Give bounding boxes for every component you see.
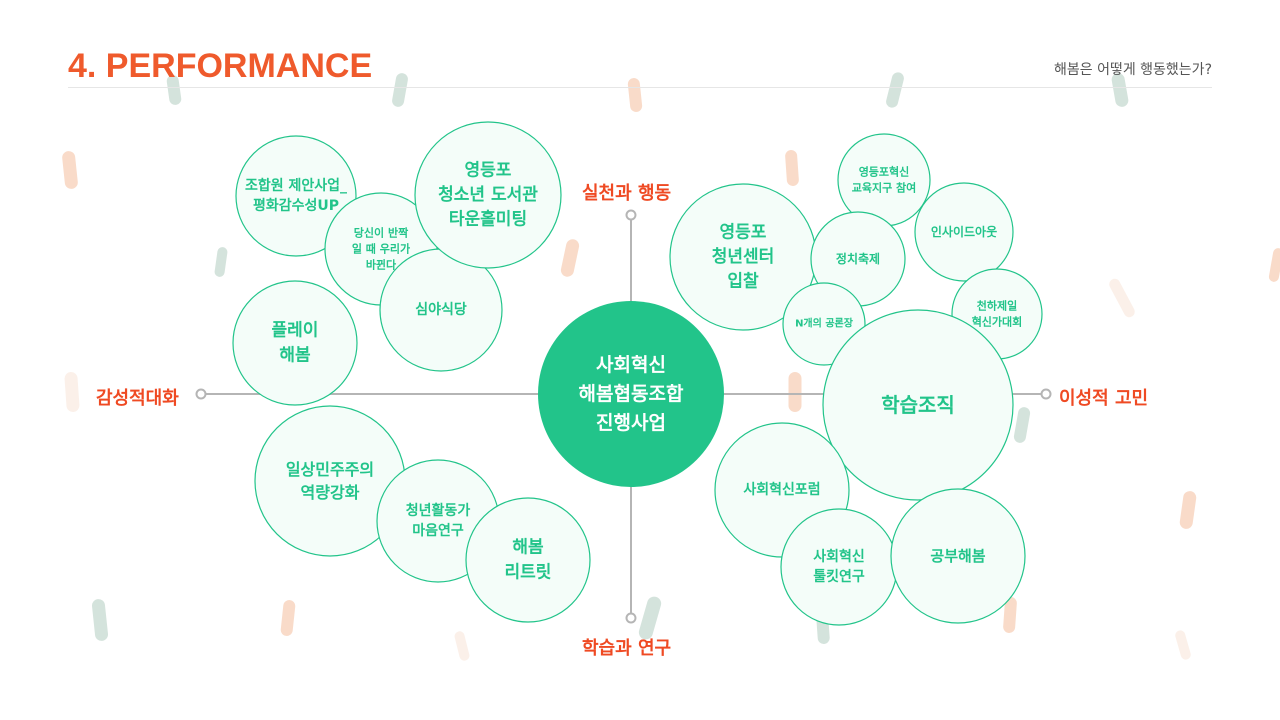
node-circle [414, 121, 562, 269]
confetti-shape-0 [166, 75, 182, 105]
confetti-shape-1 [392, 73, 408, 107]
header-divider [68, 87, 1212, 88]
confetti-shape-4 [1111, 73, 1129, 107]
node-label: 조합원 제안사업_ [245, 177, 347, 194]
node-label: 해봄 [512, 538, 544, 558]
confetti-shape-8 [785, 150, 799, 186]
confetti-shape-15 [280, 600, 296, 636]
axis-end-dot-bottom [625, 612, 637, 624]
node-label: 바뀐다 [366, 257, 397, 271]
node-circle [465, 497, 591, 623]
node-label: 리트릿 [505, 562, 552, 582]
confetti-shape-7 [214, 247, 228, 277]
confetti-shape-3 [886, 72, 904, 108]
center-label: 해봄협동조합 [579, 383, 684, 405]
node-study-haebom: 공부해봄 [890, 488, 1026, 624]
node-label: 역량강화 [301, 483, 360, 502]
confetti-shape-17 [638, 596, 662, 640]
center-circle [538, 301, 724, 487]
node-label: 천하제일 [977, 299, 1017, 313]
node-label: 혁신가대회 [972, 314, 1023, 328]
node-label: 교육지구 참여 [852, 180, 917, 194]
confetti-shape-19 [1003, 597, 1017, 633]
confetti-shape-21 [1268, 248, 1280, 282]
node-label: 일상민주주의 [286, 460, 374, 479]
axis-end-dot-top [625, 209, 637, 221]
node-label: 정치축제 [836, 251, 880, 266]
node-label: 학습조직 [881, 393, 955, 417]
node-label: N개의 공론장 [795, 317, 854, 330]
confetti-shape-6 [560, 239, 580, 277]
node-label: 마음연구 [412, 523, 464, 539]
confetti-shape-9 [64, 372, 80, 412]
confetti-decoration [62, 72, 1280, 661]
node-label: 영등포 [465, 160, 512, 180]
page-subtitle: 해봄은 어떻게 행동했는가? [1053, 62, 1212, 78]
node-label: 일 때 우리가 [352, 242, 410, 256]
node-circle [232, 280, 358, 406]
node-inside-out: 인사이드아웃 [914, 182, 1014, 282]
axis-end-dot-right [1040, 388, 1052, 400]
node-circle [780, 508, 898, 626]
node-label: 청년활동가 [406, 502, 471, 519]
node-circle [235, 135, 357, 257]
confetti-shape-2 [627, 78, 643, 112]
node-label: 청년센터 [712, 246, 775, 267]
node-label: 인사이드아웃 [931, 224, 997, 239]
node-label: 영등포혁신 [859, 165, 910, 179]
node-politics-festival: 정치축제 [810, 211, 906, 307]
confetti-shape-5 [62, 151, 78, 189]
center-label: 진행사업 [596, 412, 666, 434]
node-label: 심야식당 [415, 301, 467, 318]
confetti-shape-13 [1109, 278, 1135, 318]
node-label: 사회혁신 [813, 548, 865, 565]
node-label: 청소년 도서관 [438, 184, 538, 205]
node-label: 타운홀미팅 [449, 209, 527, 230]
confetti-shape-11 [1013, 407, 1031, 443]
node-label: 영등포 [720, 222, 767, 242]
node-learning-organization: 학습조직 [822, 309, 1014, 501]
node-label: 해봄 [279, 345, 311, 365]
node-label: 당신이 반짝 [354, 226, 408, 240]
confetti-shape-10 [788, 372, 802, 412]
node-label: 툴킷연구 [813, 568, 865, 585]
node-label: 공부해봄 [930, 547, 985, 565]
confetti-shape-20 [1175, 630, 1191, 660]
axis-label-left: 감성적대화 [96, 388, 179, 409]
node-circle [890, 488, 1026, 624]
node-label: 입찰 [727, 272, 759, 292]
axis-label-bottom: 학습과 연구 [582, 638, 672, 659]
center-label: 사회혁신 [596, 354, 666, 376]
axis-label-top: 실천과 행동 [582, 183, 672, 204]
confetti-shape-14 [91, 599, 109, 641]
node-circle [914, 182, 1014, 282]
axis-end-dot-left [195, 388, 207, 400]
confetti-shape-16 [454, 631, 470, 661]
page-title: 4. PERFORMANCE [68, 47, 373, 85]
node-circle [822, 309, 1014, 501]
node-cooperative-proposal: 조합원 제안사업_ 평화감수성UP [235, 135, 357, 257]
confetti-shape-12 [1179, 491, 1197, 529]
node-label: 평화감수성UP [253, 197, 339, 214]
node-label: 플레이 [272, 321, 319, 341]
node-label: 사회혁신포럼 [743, 481, 820, 498]
axis-label-right: 이성적 고민 [1059, 388, 1149, 409]
